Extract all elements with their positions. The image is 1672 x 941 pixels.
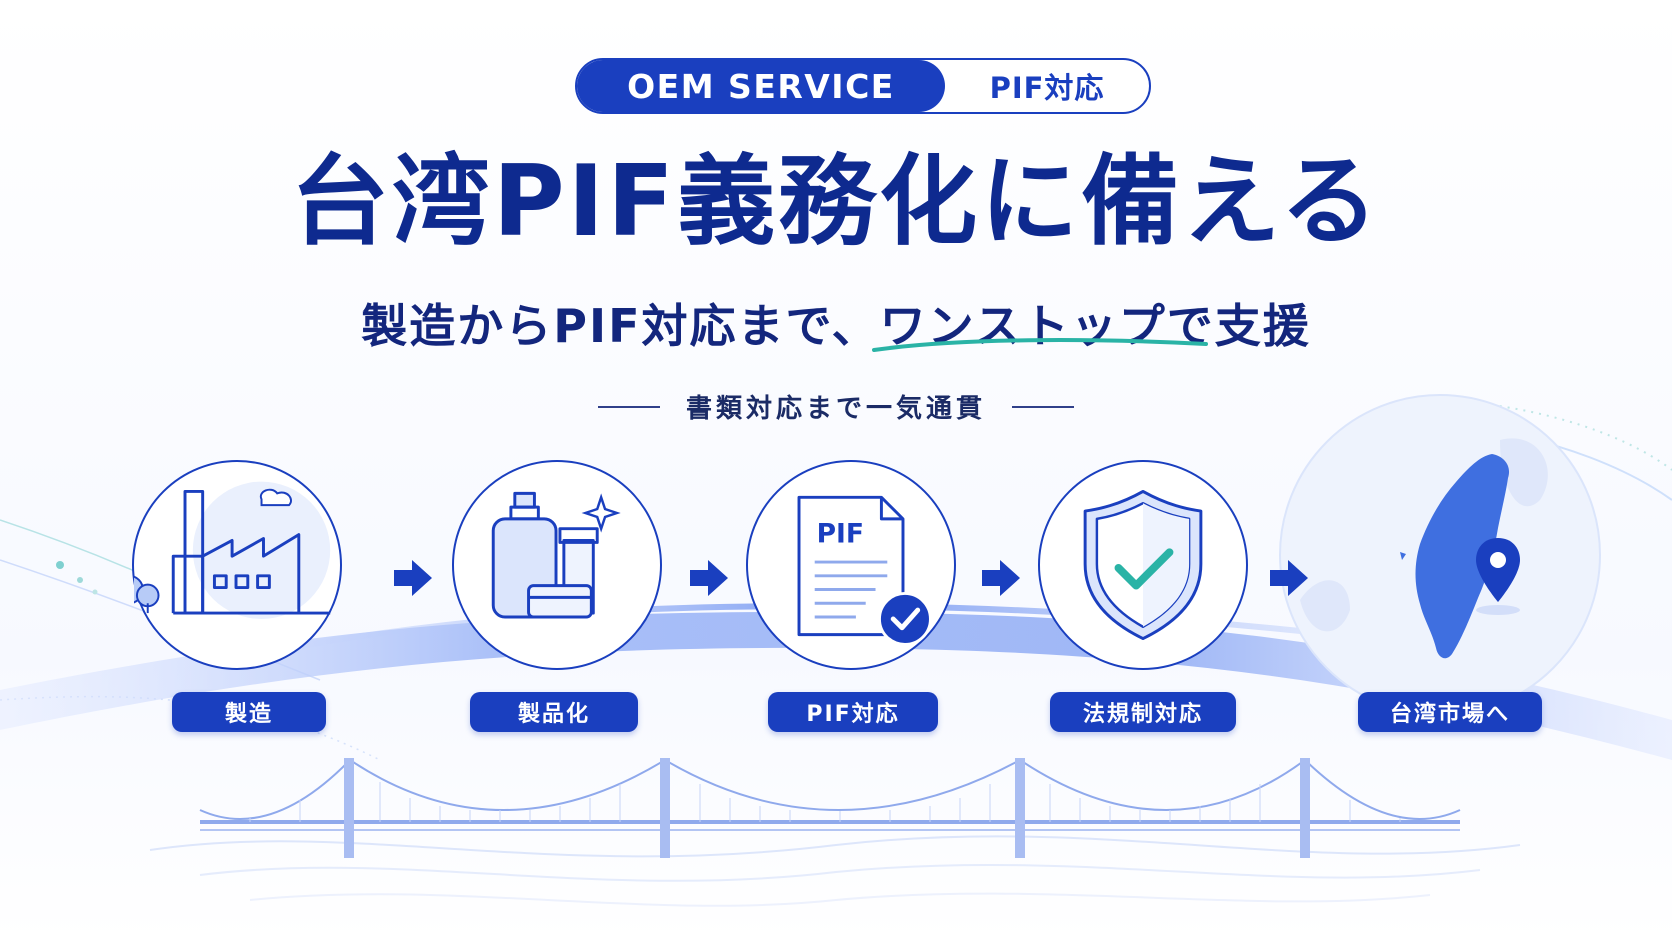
highlight-underline xyxy=(871,338,1208,352)
cosmetics-icon xyxy=(491,491,621,619)
pif-doc-text: PIF xyxy=(817,518,864,549)
service-badge: OEM SERVICE PIF対応 xyxy=(575,58,1151,114)
oem-service-label: OEM SERVICE xyxy=(577,60,945,112)
ribbon-road xyxy=(0,611,1672,760)
tagline-rule-left xyxy=(597,405,660,408)
pif-tag-label: PIF対応 xyxy=(989,71,1105,105)
step-circle-manufacturing xyxy=(132,460,342,670)
shield-check-icon xyxy=(1083,489,1203,641)
wave xyxy=(199,863,1481,882)
decor-dot xyxy=(56,561,64,569)
tagline-rule-right xyxy=(1012,405,1074,408)
globe-land xyxy=(1500,438,1548,507)
arrow-right-icon xyxy=(982,560,1020,596)
factory-icon xyxy=(134,481,331,619)
bridge xyxy=(199,758,1461,858)
wave xyxy=(149,835,1521,858)
headline: 台湾PIF義務化に備える xyxy=(290,145,1382,259)
wave xyxy=(249,892,1431,907)
subline: 製造からPIF対応まで、ワンストップで支援 xyxy=(0,290,1672,356)
arrow-right-icon xyxy=(394,560,432,596)
location-pin-icon xyxy=(1476,538,1520,602)
decor-swirl xyxy=(1419,399,1672,471)
decor-dot xyxy=(92,589,98,595)
arrow-right-icon xyxy=(1270,560,1308,596)
step-circle-regulation xyxy=(1038,460,1248,670)
step-label-manufacturing: 製造 xyxy=(172,692,326,732)
step-label-taiwan-market: 台湾市場へ xyxy=(1358,692,1542,732)
step-label-regulation: 法規制対応 xyxy=(1050,692,1236,732)
arrow-right-icon xyxy=(690,560,728,596)
step-circle-productization xyxy=(452,460,662,670)
step-circle-pif: PIF xyxy=(746,460,956,670)
check-circle-icon xyxy=(877,591,932,646)
step-label-pif: PIF対応 xyxy=(768,692,938,732)
tagline-text: 書類対応まで一気通貫 xyxy=(685,394,986,424)
pif-document-icon: PIF xyxy=(797,495,932,646)
tagline: 書類対応まで一気通貫 xyxy=(0,388,1672,425)
subline-before: 製造からPIF対応まで、 xyxy=(361,299,880,353)
step-label-productization: 製品化 xyxy=(470,692,638,732)
globe-land xyxy=(1300,580,1350,632)
taiwan-map-icon xyxy=(1400,454,1520,659)
decor-dot xyxy=(77,577,83,583)
subline-highlight: ワンストップ xyxy=(871,290,1208,356)
